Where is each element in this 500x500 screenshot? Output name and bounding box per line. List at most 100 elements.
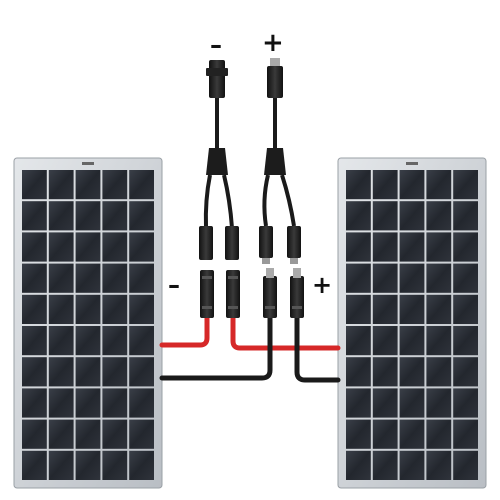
solar-cell — [372, 419, 398, 449]
solar-cell — [453, 388, 478, 418]
solar-cell — [372, 294, 398, 324]
solar-cell — [129, 388, 154, 418]
solar-cell — [426, 201, 452, 231]
solar-cell — [426, 294, 452, 324]
solar-cell — [346, 294, 371, 324]
solar-cell — [102, 357, 128, 387]
solar-cell — [22, 388, 47, 418]
solar-cell — [346, 450, 371, 480]
solar-cell — [102, 388, 128, 418]
solar-cell — [399, 232, 425, 262]
solar-cell — [399, 419, 425, 449]
solar-cell — [75, 232, 101, 262]
solar-cell — [129, 326, 154, 356]
solar-cell — [129, 263, 154, 293]
panel-cell-grid — [22, 170, 154, 480]
solar-cell — [102, 201, 128, 231]
solar-cell — [75, 326, 101, 356]
solar-cell — [453, 450, 478, 480]
solar-cell — [346, 357, 371, 387]
solar-cell — [75, 294, 101, 324]
solar-cell — [399, 201, 425, 231]
solar-cell — [22, 294, 47, 324]
branch-trunk-connector — [267, 66, 283, 98]
solar-cell — [372, 388, 398, 418]
solar-cell — [453, 201, 478, 231]
solar-cell — [346, 326, 371, 356]
solar-cell — [426, 263, 452, 293]
solar-cell — [22, 170, 47, 200]
negative-connector-right — [226, 270, 240, 318]
solar-cell — [346, 232, 371, 262]
solar-cell — [372, 201, 398, 231]
branch-male-connector — [287, 226, 301, 258]
solar-cell — [22, 357, 47, 387]
solar-cell — [102, 419, 128, 449]
solar-cell — [346, 263, 371, 293]
solar-cell — [453, 294, 478, 324]
solar-cell — [346, 201, 371, 231]
solar-cell — [399, 388, 425, 418]
solar-cell — [48, 170, 74, 200]
solar-cell — [453, 419, 478, 449]
solar-cell — [102, 326, 128, 356]
solar-cell — [102, 232, 128, 262]
solar-cell — [75, 263, 101, 293]
branch-splitter — [206, 148, 228, 175]
black-cable-right — [294, 313, 341, 383]
solar-cell — [102, 450, 128, 480]
red-cable-left — [159, 313, 210, 348]
solar-cell — [129, 450, 154, 480]
solar-cell — [75, 419, 101, 449]
solar-cell — [48, 294, 74, 324]
solar-cell — [426, 388, 452, 418]
solar-cell — [346, 170, 371, 200]
solar-cell — [453, 263, 478, 293]
positive-y-branch-connector — [259, 58, 301, 264]
solar-cell — [22, 326, 47, 356]
negative-cables — [159, 313, 341, 351]
solar-cell — [372, 263, 398, 293]
solar-cell — [75, 450, 101, 480]
solar-cell — [22, 450, 47, 480]
solar-cell — [346, 388, 371, 418]
solar-cell — [346, 419, 371, 449]
solar-cell — [372, 232, 398, 262]
junction-label — [82, 162, 94, 165]
left-solar-panel — [13, 157, 163, 489]
solar-cell — [129, 419, 154, 449]
solar-cell — [399, 294, 425, 324]
solar-cell — [399, 450, 425, 480]
solar-cell — [48, 388, 74, 418]
positive-polarity-label: + — [312, 271, 333, 299]
branch-trunk-connector — [209, 60, 225, 98]
solar-cell — [22, 201, 47, 231]
solar-cell — [426, 357, 452, 387]
negative-polarity-label: – — [168, 271, 180, 299]
solar-cell — [102, 294, 128, 324]
solar-cell — [372, 326, 398, 356]
branch-female-connector — [199, 226, 213, 260]
solar-cell — [75, 388, 101, 418]
right-solar-panel — [337, 157, 487, 489]
solar-cell — [129, 357, 154, 387]
solar-cell — [453, 326, 478, 356]
solar-cell — [129, 232, 154, 262]
solar-cell — [399, 326, 425, 356]
negative-connector-left — [200, 270, 214, 318]
solar-cell — [48, 201, 74, 231]
solar-cell — [22, 419, 47, 449]
positive-connector-right — [290, 268, 304, 318]
solar-cell — [48, 232, 74, 262]
red-cable-right — [230, 313, 341, 351]
solar-cell — [48, 450, 74, 480]
solar-cell — [129, 170, 154, 200]
solar-cell — [75, 357, 101, 387]
negative-y-branch-connector — [199, 60, 239, 260]
solar-cell — [75, 201, 101, 231]
solar-cell — [22, 232, 47, 262]
solar-cell — [129, 201, 154, 231]
solar-cell — [399, 263, 425, 293]
solar-cell — [129, 294, 154, 324]
branch-male-connector — [259, 226, 273, 258]
